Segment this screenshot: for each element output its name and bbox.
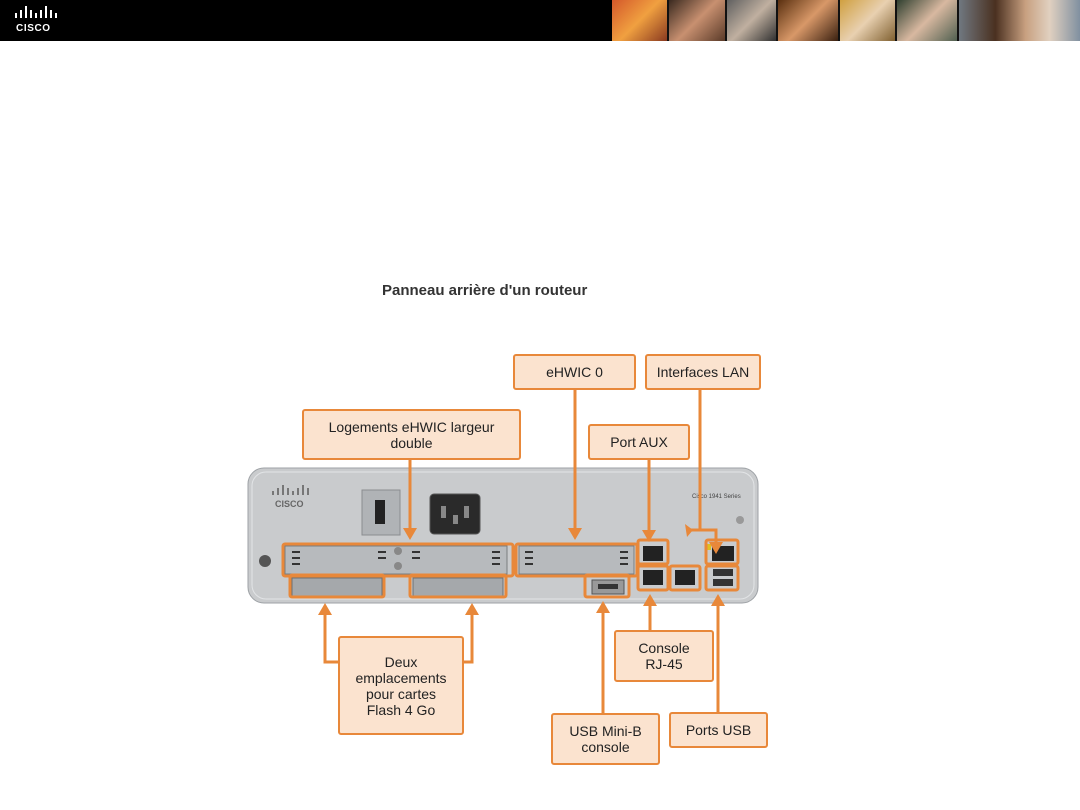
aux-port [643, 546, 663, 561]
ehwic-double-slot [284, 545, 508, 575]
arrow-lan-0 [685, 524, 693, 537]
rear-screw-icon [259, 555, 271, 567]
photo-strip [612, 0, 1080, 41]
photo-1 [612, 0, 669, 41]
callout-ehwic0: eHWIC 0 [513, 354, 636, 390]
arrow-double [403, 528, 417, 540]
router-cisco-logo [272, 485, 309, 495]
lan-port-0 [675, 570, 695, 585]
arrow-flash-0 [318, 603, 332, 615]
highlight-usb-mini [583, 573, 631, 599]
arrow-aux [642, 530, 656, 542]
photo-3 [727, 0, 778, 41]
ground-screw-icon [736, 516, 744, 524]
highlight-flash-1 [408, 573, 508, 599]
photo-6 [896, 0, 960, 41]
callout-double-slots: Logements eHWIC largeur double [302, 409, 521, 460]
highlight-lan-0 [668, 564, 702, 592]
logo-text: CISCO [16, 23, 51, 34]
arrow-ehwic0 [568, 528, 582, 540]
callout-usb-ports: Ports USB [669, 712, 768, 748]
callout-usb-mini-b: USB Mini-B console [551, 713, 660, 765]
callout-lan-interfaces: Interfaces LAN [645, 354, 761, 390]
router-logo-text: CISCO [275, 499, 304, 509]
power-inlet-icon [429, 493, 481, 535]
photo-4 [777, 0, 841, 41]
callout-aux-port: Port AUX [588, 424, 690, 460]
arrow-console [643, 594, 657, 606]
cisco-logo: CISCO [14, 6, 64, 36]
highlight-lan-1 [704, 538, 740, 566]
diagram-title: Panneau arrière d'un routeur [382, 282, 588, 299]
photo-2 [668, 0, 728, 41]
photo-5 [840, 0, 897, 41]
arrow-usb [711, 594, 725, 606]
router-model-text: Cisco 1941 Series [692, 494, 741, 500]
console-port [643, 570, 663, 585]
line-flash-0 [323, 615, 338, 664]
header-bar: CISCO [0, 0, 1080, 41]
cisco-bars-icon [15, 6, 57, 18]
power-switch-icon [375, 500, 385, 524]
highlight-usb [704, 564, 740, 592]
highlight-aux [636, 538, 670, 566]
arrow-lan-1 [709, 542, 723, 554]
callout-flash-slots: Deux emplacements pour cartes Flash 4 Go [338, 636, 464, 735]
highlight-flash-0 [288, 573, 386, 599]
line-flash-1 [464, 615, 474, 664]
usb-port-1 [713, 579, 733, 586]
flash-slot-1 [412, 577, 504, 597]
highlight-console [636, 564, 670, 592]
photo-7 [959, 0, 1080, 41]
usb-port-0 [713, 569, 733, 576]
ehwic0-slot [518, 545, 635, 575]
arrow-usb-mini [596, 601, 610, 613]
arrow-flash-1 [465, 603, 479, 615]
callout-console-rj45: Console RJ-45 [614, 630, 714, 682]
highlight-double-slot [281, 542, 515, 578]
flash-slot-0 [291, 577, 383, 597]
